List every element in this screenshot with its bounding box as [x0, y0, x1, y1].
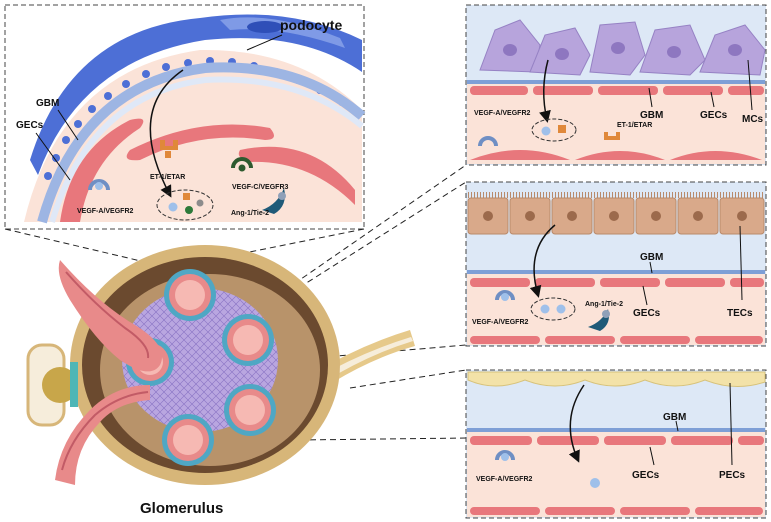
et1-etar-receptor — [160, 140, 178, 158]
vegfc-vegfr3-receptor — [231, 157, 253, 169]
top-left-panel: podocyte GBM GECs ET-1/ETAR VEGF-C/VEGFR… — [4, 4, 366, 230]
vegfc-label: VEGF-C/VEGFR3 — [232, 184, 289, 191]
gbm-label: GBM — [640, 252, 663, 263]
vesicle-cluster — [156, 189, 214, 221]
right-panel-mcs: GBM GECs MCs VEGF-A/VEGFR2 ET-1/ETAR — [465, 4, 767, 166]
et1-label: ET-1/ETAR — [617, 122, 652, 129]
gecs-label: GECs — [633, 308, 661, 319]
glomerulus-title: Glomerulus — [140, 500, 223, 517]
parietal-epithelial-cells — [467, 371, 766, 387]
gecs-label: GECs — [700, 110, 728, 121]
vegfa-vegfr2-receptor — [88, 179, 110, 191]
vegfa-label: VEGF-A/VEGFR2 — [77, 208, 134, 215]
capillary-loop — [224, 384, 276, 436]
gecs-label: GECs — [16, 120, 44, 131]
gbm-label: GBM — [663, 412, 686, 423]
capillary-loop — [164, 269, 216, 321]
vegfa-label: VEGF-A/VEGFR2 — [474, 110, 531, 117]
podocyte-label: podocyte — [280, 17, 342, 33]
vegfa-label: VEGF-A/VEGFR2 — [472, 319, 529, 326]
ang1-tie2-receptor — [262, 188, 286, 214]
podocyte-body — [30, 14, 362, 175]
ang1-label: Ang-1/Tie-2 — [231, 210, 269, 217]
vegfa-label: VEGF-A/VEGFR2 — [476, 476, 533, 483]
efferent-arteriole — [55, 385, 150, 485]
ang1-label: Ang-1/Tie-2 — [585, 301, 623, 308]
glomerulus-illustration — [26, 245, 415, 485]
endothelial-cell — [60, 118, 144, 222]
et1-label: ET-1/ETAR — [150, 174, 185, 181]
gbm-label: GBM — [640, 110, 663, 121]
pecs-label: PECs — [719, 470, 746, 481]
capillary-loop — [162, 414, 214, 466]
tecs-label: TECs — [727, 308, 753, 319]
mcs-label: MCs — [742, 114, 764, 125]
gecs-label: GECs — [632, 470, 660, 481]
gbm-band — [37, 62, 366, 224]
right-panel-pecs: GBM GECs PECs VEGF-A/VEGFR2 — [465, 369, 767, 519]
right-panel-tecs: GBM GECs TECs VEGF-A/VEGFR2 Ang-1/Tie-2 — [465, 181, 767, 347]
capillary-loop — [222, 314, 274, 366]
gbm-label: GBM — [36, 98, 59, 109]
